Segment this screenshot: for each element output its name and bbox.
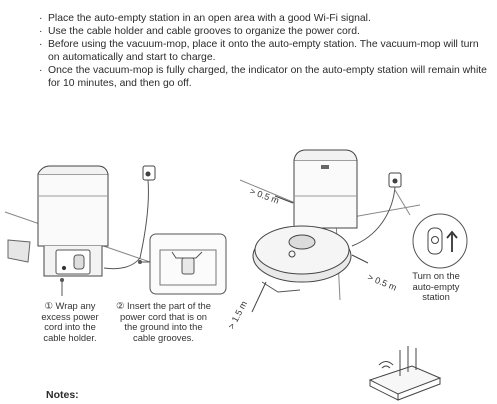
notes-heading: Notes: bbox=[46, 389, 79, 401]
instruction-item: Use the cable holder and cable grooves t… bbox=[39, 25, 489, 38]
caption-insert-cord: ② Insert the part of the power cord that… bbox=[116, 300, 211, 343]
instruction-item: Once the vacuum-mop is fully charged, th… bbox=[39, 64, 489, 90]
instruction-item: Place the auto-empty station in an open … bbox=[39, 12, 489, 25]
router-icon bbox=[368, 346, 442, 401]
caption-turn-on: Turn on the auto-empty station bbox=[412, 270, 460, 303]
instruction-list: Place the auto-empty station in an open … bbox=[39, 12, 489, 90]
right-station-illustration bbox=[239, 149, 468, 313]
instruction-item: Before using the vacuum-mop, place it on… bbox=[39, 38, 489, 64]
left-station-illustration bbox=[4, 165, 227, 296]
caption-wrap-cord: ① Wrap any excess power cord into the ca… bbox=[41, 300, 99, 343]
